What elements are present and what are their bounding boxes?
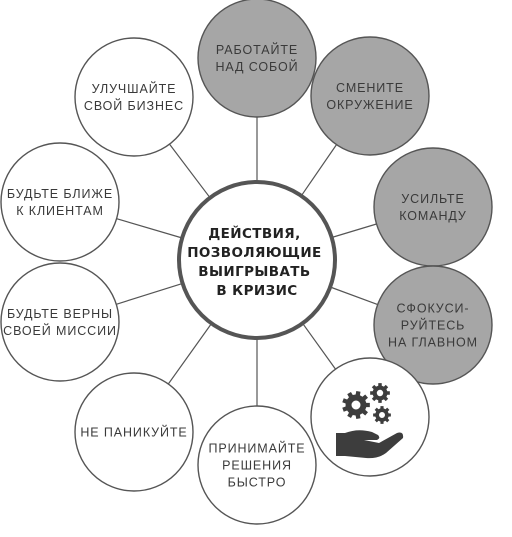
outer-nodes: РАБОТАЙТЕ НАД СОБОЙ СМЕНИТЕ ОКРУЖЕНИЕ УСИЛЬТ… [0, 0, 493, 525]
node-label-line: КОМАНДУ [399, 209, 467, 223]
connector-be-closer-clients [116, 218, 183, 239]
node-label-line: БУДЬТЕ БЛИЖЕ [7, 187, 113, 201]
center-line: ДЕЙСТВИЯ, [208, 225, 300, 242]
node-label-line: ПРИНИМАЙТЕ [208, 441, 305, 456]
node-label-line: НЕ ПАНИКУЙТЕ [80, 425, 187, 440]
node-label-line: СВОЕЙ МИССИИ [3, 323, 117, 338]
node-label-line: РУЙТЕСЬ [401, 318, 466, 333]
node-label-be-true-mission: БУДЬТЕ ВЕРНЫ СВОЕЙ МИССИИ [3, 307, 117, 338]
node-label-work-on-yourself: РАБОТАЙТЕ НАД СОБОЙ [215, 42, 298, 74]
center-line: ПОЗВОЛЯЮЩИЕ [187, 245, 321, 261]
node-circle-strengthen-team [373, 147, 493, 267]
node-label-line: УСИЛЬТЕ [401, 192, 464, 206]
node-label-line: УЛУЧШАЙТЕ [92, 81, 177, 96]
node-circle-focus-on-main [373, 265, 493, 385]
node-improve-business: УЛУЧШАЙТЕ СВОЙ БИЗНЕС [74, 37, 194, 157]
node-focus-on-main: СФОКУСИ- РУЙТЕСЬ НА ГЛАВНОМ [373, 265, 493, 385]
node-strengthen-team: УСИЛЬТЕ КОМАНДУ [373, 147, 493, 267]
connector-lines [116, 117, 378, 406]
connector-gears-hand [302, 322, 336, 370]
center-line: ВЫИГРЫВАТЬ [198, 264, 310, 280]
node-be-closer-clients: БУДЬТЕ БЛИЖЕ К КЛИЕНТАМ [0, 142, 120, 262]
node-label-line: СВОЙ БИЗНЕС [84, 98, 184, 113]
node-label-line: НАД СОБОЙ [215, 59, 298, 74]
node-work-on-yourself: РАБОТАЙТЕ НАД СОБОЙ [197, 0, 317, 118]
connector-dont-panic [167, 323, 213, 385]
node-circle-be-closer-clients [0, 142, 120, 262]
node-decide-fast: ПРИНИМАЙТЕ РЕШЕНИЯ БЫСТРО [197, 405, 317, 525]
gears-icon [342, 383, 391, 424]
connector-focus-on-main [329, 286, 378, 306]
node-circle-improve-business [74, 37, 194, 157]
hand-icon [336, 430, 404, 459]
node-gears-hand [310, 357, 430, 477]
gears-hand-icon [336, 383, 404, 459]
connector-change-environment [300, 144, 337, 197]
node-label-dont-panic: НЕ ПАНИКУЙТЕ [80, 425, 187, 440]
node-be-true-mission: БУДЬТЕ ВЕРНЫ СВОЕЙ МИССИИ [0, 262, 120, 382]
node-circle-be-true-mission [0, 262, 120, 382]
node-label-line: СФОКУСИ- [397, 302, 470, 316]
node-circle-decide-fast [197, 405, 317, 525]
node-label-line: БУДЬТЕ ВЕРНЫ [7, 307, 113, 321]
node-circle-dont-panic [74, 372, 194, 492]
node-circle-work-on-yourself [197, 0, 317, 118]
node-label-line: СМЕНИТЕ [336, 81, 404, 95]
node-dont-panic: НЕ ПАНИКУЙТЕ [74, 372, 194, 492]
node-label-be-closer-clients: БУДЬТЕ БЛИЖЕ К КЛИЕНТАМ [7, 187, 113, 218]
center-line: В КРИЗИС [216, 283, 297, 299]
node-label-strengthen-team: УСИЛЬТЕ КОМАНДУ [399, 192, 467, 223]
node-label-improve-business: УЛУЧШАЙТЕ СВОЙ БИЗНЕС [84, 81, 184, 113]
center-node: ДЕЙСТВИЯ, ПОЗВОЛЯЮЩИЕ ВЫИГРЫВАТЬ В КРИЗИ… [177, 180, 337, 340]
node-label-decide-fast: ПРИНИМАЙТЕ РЕШЕНИЯ БЫСТРО [208, 441, 305, 490]
node-label-line: НА ГЛАВНОМ [388, 336, 478, 350]
node-label-focus-on-main: СФОКУСИ- РУЙТЕСЬ НА ГЛАВНОМ [388, 302, 478, 350]
center-title: ДЕЙСТВИЯ, ПОЗВОЛЯЮЩИЕ ВЫИГРЫВАТЬ В КРИЗИ… [187, 225, 327, 299]
connector-be-true-mission [116, 282, 183, 305]
node-circle-gears-hand [310, 357, 430, 477]
node-label-line: РАБОТАЙТЕ [216, 42, 298, 57]
connector-improve-business [169, 143, 211, 199]
connector-strengthen-team [331, 223, 377, 239]
node-circle-change-environment [310, 36, 430, 156]
node-label-line: БЫСТРО [228, 476, 287, 490]
node-label-change-environment: СМЕНИТЕ ОКРУЖЕНИЕ [326, 81, 413, 112]
node-label-line: РЕШЕНИЯ [222, 459, 292, 473]
center-circle [177, 180, 337, 340]
node-label-line: ОКРУЖЕНИЕ [326, 98, 413, 112]
node-label-line: К КЛИЕНТАМ [16, 204, 104, 218]
node-change-environment: СМЕНИТЕ ОКРУЖЕНИЕ [310, 36, 430, 156]
